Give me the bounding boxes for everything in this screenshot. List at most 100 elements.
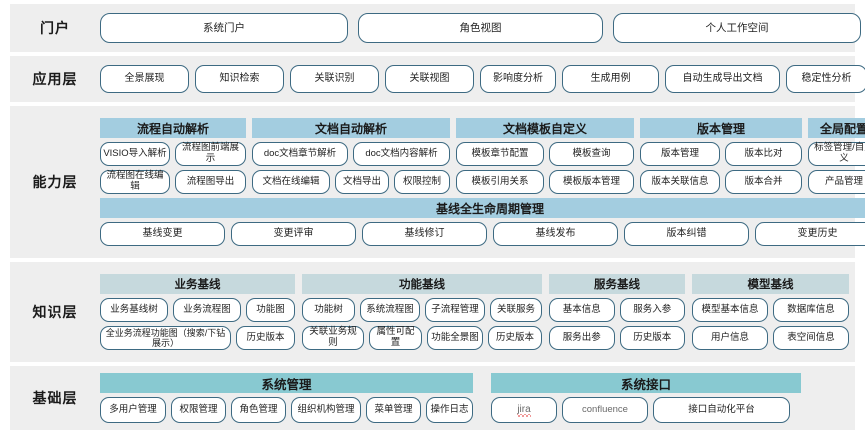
group-title-system-interface: 系统接口 <box>491 373 801 393</box>
layer-application: 应用层 全景展现 知识检索 关联识别 关联视图 影响度分析 生成用例 自动生成导… <box>10 56 865 102</box>
capability-group-doc-template: 文档模板自定义 模板章节配置 模板查询 模板引用关系 模板版本管理 <box>456 118 634 194</box>
know-button-business-flowchart[interactable]: 业务流程图 <box>173 298 241 322</box>
know-button-user-info[interactable]: 用户信息 <box>692 326 768 350</box>
base-button-permission-manage[interactable]: 权限管理 <box>171 397 226 423</box>
cap-button-version-compare[interactable]: 版本比对 <box>725 142 802 166</box>
capability-groups: 流程自动解析 VISIO导入解析 流程图前端展示 流程图在线编辑 流程图导出 文… <box>100 118 865 194</box>
know-button-history-version[interactable]: 历史版本 <box>488 326 542 350</box>
layer-label-application: 应用层 <box>32 71 78 87</box>
cap-button-flowchart-frontend-display[interactable]: 流程图前端展示 <box>175 142 246 166</box>
cap-button-flowchart-online-edit[interactable]: 流程图在线编辑 <box>100 170 170 194</box>
lifecycle-button-baseline-revision[interactable]: 基线修订 <box>362 222 487 246</box>
layer-portal: 门户 系统门户 角色视图 个人工作空间 <box>10 4 861 52</box>
capability-row: 文档在线编辑 文档导出 权限控制 <box>252 170 450 194</box>
know-button-tablespace-info[interactable]: 表空间信息 <box>773 326 849 350</box>
know-button-basic-info[interactable]: 基本信息 <box>549 298 615 322</box>
cap-button-visio-import-parse[interactable]: VISIO导入解析 <box>100 142 170 166</box>
capability-row: 模板章节配置 模板查询 <box>456 142 634 166</box>
layer-knowledge: 知识层 业务基线 业务基线树 业务流程图 功能图 全业务流程功能图（搜索/下钻展… <box>10 262 855 362</box>
knowledge-group-service-baseline: 服务基线 基本信息 服务入参 服务出参 历史版本 <box>549 274 685 350</box>
knowledge-group-function-baseline: 功能基线 功能树 系统流程图 子流程管理 关联服务 关联业务规则 属性可配置 功… <box>302 274 542 350</box>
app-button-panorama[interactable]: 全景展现 <box>100 65 189 93</box>
cap-button-tag-manage-custom[interactable]: 标签管理/自定义 <box>808 142 865 166</box>
knowledge-row: 基本信息 服务入参 <box>549 298 685 322</box>
app-button-stability-analysis[interactable]: 稳定性分析 <box>786 65 865 93</box>
capability-row: 版本管理 版本比对 <box>640 142 802 166</box>
cap-button-flowchart-export[interactable]: 流程图导出 <box>175 170 246 194</box>
layer-body-application: 全景展现 知识检索 关联识别 关联视图 影响度分析 生成用例 自动生成导出文档 … <box>100 65 865 93</box>
cap-button-version-manage[interactable]: 版本管理 <box>640 142 720 166</box>
portal-button-role-view[interactable]: 角色视图 <box>358 13 603 43</box>
base-button-interface-automation-platform[interactable]: 接口自动化平台 <box>653 397 790 423</box>
cap-button-template-section-config[interactable]: 模板章节配置 <box>456 142 544 166</box>
base-button-org-structure-manage[interactable]: 组织机构管理 <box>291 397 361 423</box>
app-button-knowledge-search[interactable]: 知识检索 <box>195 65 284 93</box>
cap-button-doc-online-edit[interactable]: 文档在线编辑 <box>252 170 330 194</box>
app-button-impact-analysis[interactable]: 影响度分析 <box>480 65 556 93</box>
knowledge-row: 全业务流程功能图（搜索/下钻展示） 历史版本 <box>100 326 295 350</box>
cap-button-doc-content-parse[interactable]: doc文档内容解析 <box>353 142 450 166</box>
group-title-function-baseline: 功能基线 <box>302 274 542 294</box>
know-button-history-version[interactable]: 历史版本 <box>236 326 295 350</box>
know-button-attribute-configurable[interactable]: 属性可配置 <box>369 326 422 350</box>
know-button-subprocess-manage[interactable]: 子流程管理 <box>425 298 485 322</box>
group-title-doc-template: 文档模板自定义 <box>456 118 634 138</box>
base-groups: 系统管理 多用户管理 权限管理 角色管理 组织机构管理 菜单管理 操作日志 系统… <box>100 373 845 423</box>
capability-group-process-parse: 流程自动解析 VISIO导入解析 流程图前端展示 流程图在线编辑 流程图导出 <box>100 118 246 194</box>
know-button-database-info[interactable]: 数据库信息 <box>773 298 849 322</box>
know-button-function-diagram[interactable]: 功能图 <box>246 298 295 322</box>
cap-button-version-merge[interactable]: 版本合并 <box>725 170 802 194</box>
know-button-service-output-param[interactable]: 服务出参 <box>549 326 615 350</box>
group-title-business-baseline: 业务基线 <box>100 274 295 294</box>
knowledge-group-model-baseline: 模型基线 模型基本信息 数据库信息 用户信息 表空间信息 <box>692 274 849 350</box>
know-button-system-flowchart[interactable]: 系统流程图 <box>360 298 420 322</box>
cap-button-template-version-manage[interactable]: 模板版本管理 <box>549 170 634 194</box>
know-button-service-input-param[interactable]: 服务入参 <box>619 298 685 322</box>
base-button-menu-manage[interactable]: 菜单管理 <box>366 397 421 423</box>
base-button-confluence[interactable]: confluence <box>562 397 648 423</box>
cap-button-doc-export[interactable]: 文档导出 <box>335 170 389 194</box>
layer-label-base: 基础层 <box>32 390 78 406</box>
lifecycle-button-baseline-change[interactable]: 基线变更 <box>100 222 225 246</box>
base-group-system-interface: 系统接口 jira confluence 接口自动化平台 <box>491 373 801 423</box>
lifecycle-button-version-correction[interactable]: 版本纠错 <box>624 222 749 246</box>
cap-button-product-manage[interactable]: 产品管理 <box>808 170 865 194</box>
layer-capability: 能力层 流程自动解析 VISIO导入解析 流程图前端展示 流程图在线编辑 流程图… <box>10 106 865 258</box>
app-button-relation-recognition[interactable]: 关联识别 <box>290 65 379 93</box>
group-title-global-config: 全局配置 <box>808 118 865 138</box>
lifecycle-button-baseline-release[interactable]: 基线发布 <box>493 222 618 246</box>
cap-button-version-relation-info[interactable]: 版本关联信息 <box>640 170 720 194</box>
cap-button-template-reference-relation[interactable]: 模板引用关系 <box>456 170 544 194</box>
baseline-lifecycle-row: 基线变更 变更评审 基线修订 基线发布 版本纠错 变更历史 <box>100 222 865 246</box>
app-button-generate-testcase[interactable]: 生成用例 <box>562 65 659 93</box>
know-button-business-baseline-tree[interactable]: 业务基线树 <box>100 298 168 322</box>
know-button-function-panorama[interactable]: 功能全景图 <box>427 326 483 350</box>
capability-group-global-config: 全局配置 标签管理/自定义 产品管理 <box>808 118 865 194</box>
group-title-doc-parse: 文档自动解析 <box>252 118 450 138</box>
know-button-related-service[interactable]: 关联服务 <box>490 298 542 322</box>
capability-row: 标签管理/自定义 <box>808 142 865 166</box>
lifecycle-button-change-history[interactable]: 变更历史 <box>755 222 865 246</box>
app-button-auto-export-doc[interactable]: 自动生成导出文档 <box>665 65 780 93</box>
know-button-model-basic-info[interactable]: 模型基本信息 <box>692 298 768 322</box>
cap-button-template-query[interactable]: 模板查询 <box>549 142 634 166</box>
portal-button-personal-workspace[interactable]: 个人工作空间 <box>613 13 861 43</box>
base-button-operation-log[interactable]: 操作日志 <box>426 397 473 423</box>
cap-button-doc-section-parse[interactable]: doc文档章节解析 <box>252 142 348 166</box>
know-button-history-version[interactable]: 历史版本 <box>619 326 685 350</box>
know-button-function-tree[interactable]: 功能树 <box>302 298 355 322</box>
portal-button-system-portal[interactable]: 系统门户 <box>100 13 348 43</box>
lifecycle-button-change-review[interactable]: 变更评审 <box>231 222 356 246</box>
knowledge-row: 用户信息 表空间信息 <box>692 326 849 350</box>
know-button-full-business-process-function-diagram[interactable]: 全业务流程功能图（搜索/下钻展示） <box>100 326 231 350</box>
knowledge-row: 关联业务规则 属性可配置 功能全景图 历史版本 <box>302 326 542 350</box>
knowledge-row: 业务基线树 业务流程图 功能图 <box>100 298 295 322</box>
base-button-jira[interactable]: jira <box>491 397 557 423</box>
know-button-related-business-rule[interactable]: 关联业务规则 <box>302 326 364 350</box>
base-button-role-manage[interactable]: 角色管理 <box>231 397 286 423</box>
group-title-service-baseline: 服务基线 <box>549 274 685 294</box>
app-button-relation-view[interactable]: 关联视图 <box>385 65 474 93</box>
group-title-model-baseline: 模型基线 <box>692 274 849 294</box>
base-button-multi-user-manage[interactable]: 多用户管理 <box>100 397 166 423</box>
cap-button-permission-control[interactable]: 权限控制 <box>394 170 450 194</box>
